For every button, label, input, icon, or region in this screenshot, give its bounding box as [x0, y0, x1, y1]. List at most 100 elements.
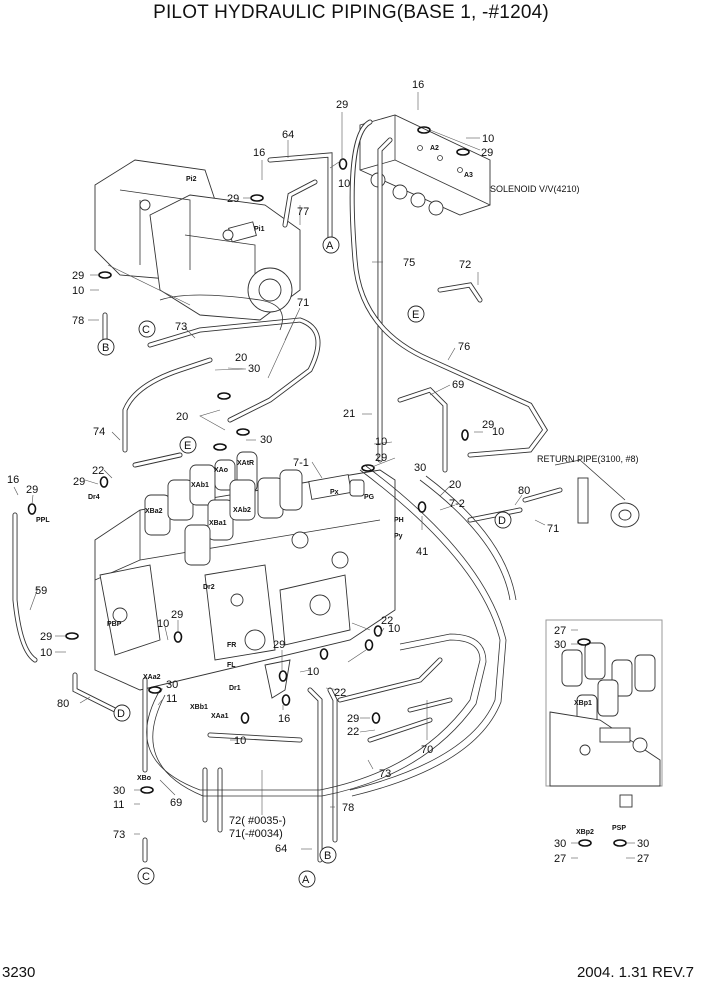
callout: 22	[92, 465, 104, 477]
callout: 11	[166, 693, 177, 705]
connector-a-top: A	[322, 236, 340, 254]
callout: 21	[343, 408, 355, 420]
serial-note-72: 72( #0035-)	[229, 815, 286, 827]
callout: 29	[72, 270, 84, 282]
callout: 29	[481, 147, 493, 159]
svg-text:D: D	[117, 708, 125, 720]
svg-text:PPL: PPL	[36, 517, 50, 524]
callout: 30	[637, 838, 649, 850]
svg-text:Py: Py	[394, 533, 403, 540]
svg-text:XAa1: XAa1	[211, 713, 229, 720]
connector-e-left: E	[179, 436, 197, 454]
svg-text:B: B	[102, 342, 109, 354]
callout: 16	[253, 147, 265, 159]
connector-a-bottom: A	[298, 870, 316, 888]
callout: 29	[482, 419, 494, 431]
callout: 20	[176, 411, 188, 423]
callout: 22	[347, 726, 359, 738]
callout: 29	[336, 99, 348, 111]
callout: 16	[7, 474, 19, 486]
callout: 16	[412, 79, 424, 91]
callout: 29	[26, 484, 38, 496]
callout: 69	[452, 379, 464, 391]
callout: 10	[72, 285, 84, 297]
callout: 16	[278, 713, 290, 725]
callout: 30	[113, 785, 125, 797]
connector-c-bottom: C	[137, 867, 155, 885]
svg-text:XAb1: XAb1	[191, 482, 209, 489]
callout: 64	[282, 129, 294, 141]
svg-text:PSP: PSP	[612, 825, 626, 832]
svg-text:PBP: PBP	[107, 621, 122, 628]
connector-c-mid: C	[138, 320, 156, 338]
svg-text:XBa1: XBa1	[209, 520, 227, 527]
callout: 80	[518, 485, 530, 497]
callout: 27	[554, 625, 566, 637]
svg-text:C: C	[142, 324, 150, 336]
svg-text:E: E	[184, 440, 191, 452]
callout: 59	[35, 585, 47, 597]
callout: 27	[637, 853, 649, 865]
callout: 70	[421, 744, 433, 756]
svg-text:Px: Px	[330, 489, 339, 496]
svg-text:B: B	[324, 850, 331, 862]
svg-text:XAtR: XAtR	[237, 460, 254, 467]
callout: 10	[388, 623, 400, 635]
callout: 69	[170, 797, 182, 809]
callout: 30	[414, 462, 426, 474]
svg-text:XBb1: XBb1	[190, 704, 208, 711]
callout: 27	[554, 853, 566, 865]
detail-inset	[545, 619, 663, 808]
svg-text:A: A	[302, 874, 310, 886]
callout: 71	[547, 523, 559, 535]
svg-text:XBp1: XBp1	[574, 700, 592, 707]
callout: 72	[459, 259, 471, 271]
svg-text:A: A	[326, 240, 334, 252]
callout: 10	[40, 647, 52, 659]
callout: 10	[157, 618, 169, 630]
callout: 10	[234, 735, 246, 747]
callout: 77	[297, 206, 309, 218]
callout: 41	[416, 546, 428, 558]
svg-text:A2: A2	[430, 145, 439, 152]
callout: 64	[275, 843, 287, 855]
callout: 75	[403, 257, 415, 269]
callout: 29	[227, 193, 239, 205]
leader-lines	[13, 92, 635, 859]
svg-text:Pi2: Pi2	[186, 176, 197, 183]
svg-text:FL: FL	[227, 662, 236, 669]
callout: 29	[73, 476, 85, 488]
callout: 73	[379, 768, 391, 780]
svg-text:FR: FR	[227, 642, 236, 649]
callout: 78	[342, 802, 354, 814]
diagram-title: PILOT HYDRAULIC PIPING(BASE 1, -#1204)	[153, 2, 549, 23]
callout: 71	[297, 297, 309, 309]
page-number: 3230	[2, 964, 36, 981]
callout: 7-1	[293, 457, 309, 469]
serial-note-71: 71(-#0034)	[229, 828, 283, 840]
callout: 29	[273, 639, 285, 651]
callout: 29	[375, 452, 387, 464]
svg-text:A3: A3	[464, 172, 473, 179]
svg-text:XAo: XAo	[214, 467, 228, 474]
svg-text:XBa2: XBa2	[145, 508, 163, 515]
callout: 30	[248, 363, 260, 375]
svg-text:XBp2: XBp2	[576, 829, 594, 836]
svg-text:C: C	[142, 871, 150, 883]
svg-text:Dr4: Dr4	[88, 494, 100, 501]
callout: 29	[347, 713, 359, 725]
loop-pipes	[146, 294, 517, 797]
callout: 78	[72, 315, 84, 327]
callout: 7-2	[449, 498, 465, 510]
connector-e-right: E	[407, 305, 425, 323]
callout: 10	[338, 178, 350, 190]
callout: 11	[113, 799, 124, 811]
svg-text:E: E	[412, 309, 419, 321]
svg-text:XAa2: XAa2	[143, 674, 161, 681]
callout-labels: 16 29 10 29 64 16 10 29 77 75 72 76 29 1…	[7, 79, 649, 865]
callout: 10	[492, 426, 504, 438]
callout: 74	[93, 426, 105, 438]
connector-d-right: D	[494, 511, 512, 529]
hose-lines	[12, 119, 563, 863]
